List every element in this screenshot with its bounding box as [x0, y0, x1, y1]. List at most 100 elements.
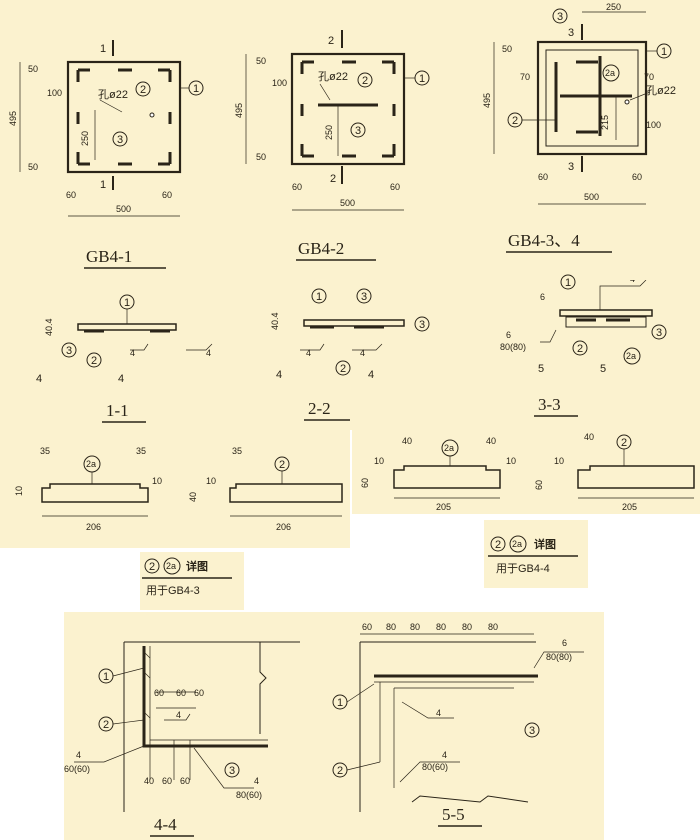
gb4-2-plate	[290, 52, 406, 166]
gb4-3-mark-2a-text: 2a	[605, 68, 615, 78]
s33-mark-2-text: 2	[577, 343, 583, 355]
s11-label-l: 4	[36, 373, 42, 385]
gb4-2-mark-3-text: 3	[355, 125, 361, 137]
s33-dim-b: 80(80)	[500, 342, 526, 352]
s11-dim: 40.4	[44, 318, 54, 336]
plan-gb4-2: 250 100 孔ø22 2 2 2 3 1 495 50 50	[234, 30, 430, 261]
s44-dim-bot-0: 40	[144, 776, 154, 786]
s55-weld-b-sub: 80(60)	[422, 762, 448, 772]
s22-label-r: 4	[368, 369, 374, 381]
gb4-1-hole	[149, 112, 155, 118]
caption-b-mark-1-text: 2	[495, 539, 501, 551]
s33-plate	[559, 309, 653, 317]
gb4-1-ribs	[76, 68, 172, 166]
gb4-1-dim-top: 50	[28, 64, 38, 74]
gb4-3-mark-2a	[602, 64, 620, 82]
caption-b: 2 2a 详图 用于GB4-4	[484, 520, 588, 588]
s11-title: 1-1	[106, 401, 129, 420]
d1-len: 206	[86, 522, 101, 532]
s55-dim-top-1: 80	[386, 622, 396, 632]
s55-weld-top-leader	[533, 651, 584, 669]
s22-mark-3-text: 3	[419, 319, 425, 331]
gb4-3-section-top-label: 3	[568, 27, 574, 39]
s55-dim-top-5: 80	[488, 622, 498, 632]
gb4-3-dim-height: 495	[482, 93, 492, 108]
section-5-5: 60 80 80 80 80 80 6 80(80) 1 2 3 4	[332, 622, 584, 827]
gb4-3-mark-3	[552, 8, 568, 24]
gb4-3-mark-2-text: 2	[512, 115, 518, 127]
s11-mark-3-text: 3	[66, 345, 72, 357]
gb4-2-dim-side: 100	[272, 78, 287, 88]
gb4-3-mark-3-text: 3	[557, 11, 563, 23]
s33-mark-2	[572, 340, 588, 356]
s55-mark-1-leader	[346, 683, 375, 703]
s11-weld-leaders	[130, 343, 213, 351]
gb4-2-mark-2	[357, 72, 373, 88]
s44-dim-bot-2: 60	[180, 776, 190, 786]
s11-plate	[77, 323, 177, 331]
caption-b-mark-2-text: 2a	[512, 539, 522, 549]
s33-mark-1	[560, 274, 576, 290]
gb4-3-title: GB4-3、4	[508, 231, 580, 250]
caption-b-svg: 2 2a 详图 用于GB4-4	[488, 535, 578, 575]
s44-mark-2-text: 2	[103, 719, 109, 731]
d4-len: 205	[622, 502, 637, 512]
caption-a-svg: 2 2a 详图 用于GB4-3	[142, 557, 232, 597]
s11-mark-2	[86, 352, 102, 368]
detail-d2: 35 2 206 40 10	[188, 446, 343, 532]
caption-a-sub: 用于GB4-3	[146, 585, 200, 597]
gb4-2-dim-edge-l: 60	[292, 182, 302, 192]
gb4-1-hole-leader	[99, 99, 123, 113]
gb4-3-section-bot-label: 3	[568, 161, 574, 173]
s33-rib-box	[565, 316, 647, 328]
s44-weld-top-leader	[164, 713, 191, 721]
detail-d3: 40 40 2a 205 10 60 10	[360, 436, 516, 512]
gb4-1-hole-label: 孔ø22	[98, 88, 128, 101]
gb4-1-mark-1-text: 1	[193, 83, 199, 95]
section-3-3: 4 2 3 2a 6 80(80) 6 5 5 3-3	[500, 280, 667, 417]
detail-d4: 40 2 205 60 10	[534, 432, 695, 512]
gb4-1-plate	[66, 60, 182, 174]
d3-dim-60: 60	[360, 478, 370, 488]
d2-mark-text: 2	[279, 459, 285, 471]
s55-weld-top-sub: 80(80)	[546, 652, 572, 662]
d3-mark-text: 2a	[444, 443, 454, 453]
gb4-3-inner-frame	[545, 49, 639, 147]
s55-weld-a-leader	[401, 701, 454, 719]
s33-dim-a: 6	[540, 292, 545, 302]
s55-weld-a: 4	[436, 708, 441, 718]
s11-mark-1-text: 1	[124, 297, 130, 309]
s44-weld-r-sub: 80(60)	[236, 790, 262, 800]
s33-title: 3-3	[538, 395, 561, 414]
bottom-svg: 1 2 3 60 60 60 4 4 60(60) 40 60 60 4	[64, 622, 584, 837]
caption-b-mark-2	[509, 535, 527, 553]
gb4-3-dim-215: 215	[600, 115, 610, 130]
s11-label-r: 4	[118, 373, 124, 385]
s44-weld-r-leader	[193, 747, 254, 789]
details-right-panel: 40 40 2a 205 10 60 10 40 2 205 60 1	[352, 430, 700, 514]
s44-ribs	[149, 691, 196, 780]
gb4-2-mark-3	[350, 122, 366, 138]
section-1-1: 1 3 2 40.4 4 4 4 4 1-1	[36, 294, 213, 423]
d2-bar	[229, 483, 343, 503]
gb4-2-hole-label: 孔ø22	[318, 70, 348, 83]
s44-mark-3-text: 3	[229, 765, 235, 777]
s55-mark-2-leader	[346, 761, 381, 771]
s33-label-l: 5	[538, 363, 544, 375]
gb4-2-mark-2-text: 2	[362, 75, 368, 87]
gb4-1-title: GB4-1	[86, 247, 132, 266]
gb4-3-dim-top-width: 250	[606, 2, 621, 12]
s22-weld-leaders	[300, 343, 383, 351]
s55-mark-3-text: 3	[529, 725, 535, 737]
gb4-2-dim-edge-r: 60	[390, 182, 400, 192]
s44-frame	[123, 641, 300, 812]
gb4-1-dim-height: 495	[8, 111, 18, 126]
s55-weld-b-leader	[399, 761, 460, 783]
gb4-2-dim-height: 495	[234, 103, 244, 118]
gb4-1-dim-edge-l: 60	[66, 190, 76, 200]
gb4-3-ribs	[554, 56, 632, 136]
s22-mark-2	[335, 360, 351, 376]
s55-mark-2-text: 2	[337, 765, 343, 777]
section-2-2: 1 3 3 2 40.4 4 4 4 4 2-2	[270, 288, 430, 421]
